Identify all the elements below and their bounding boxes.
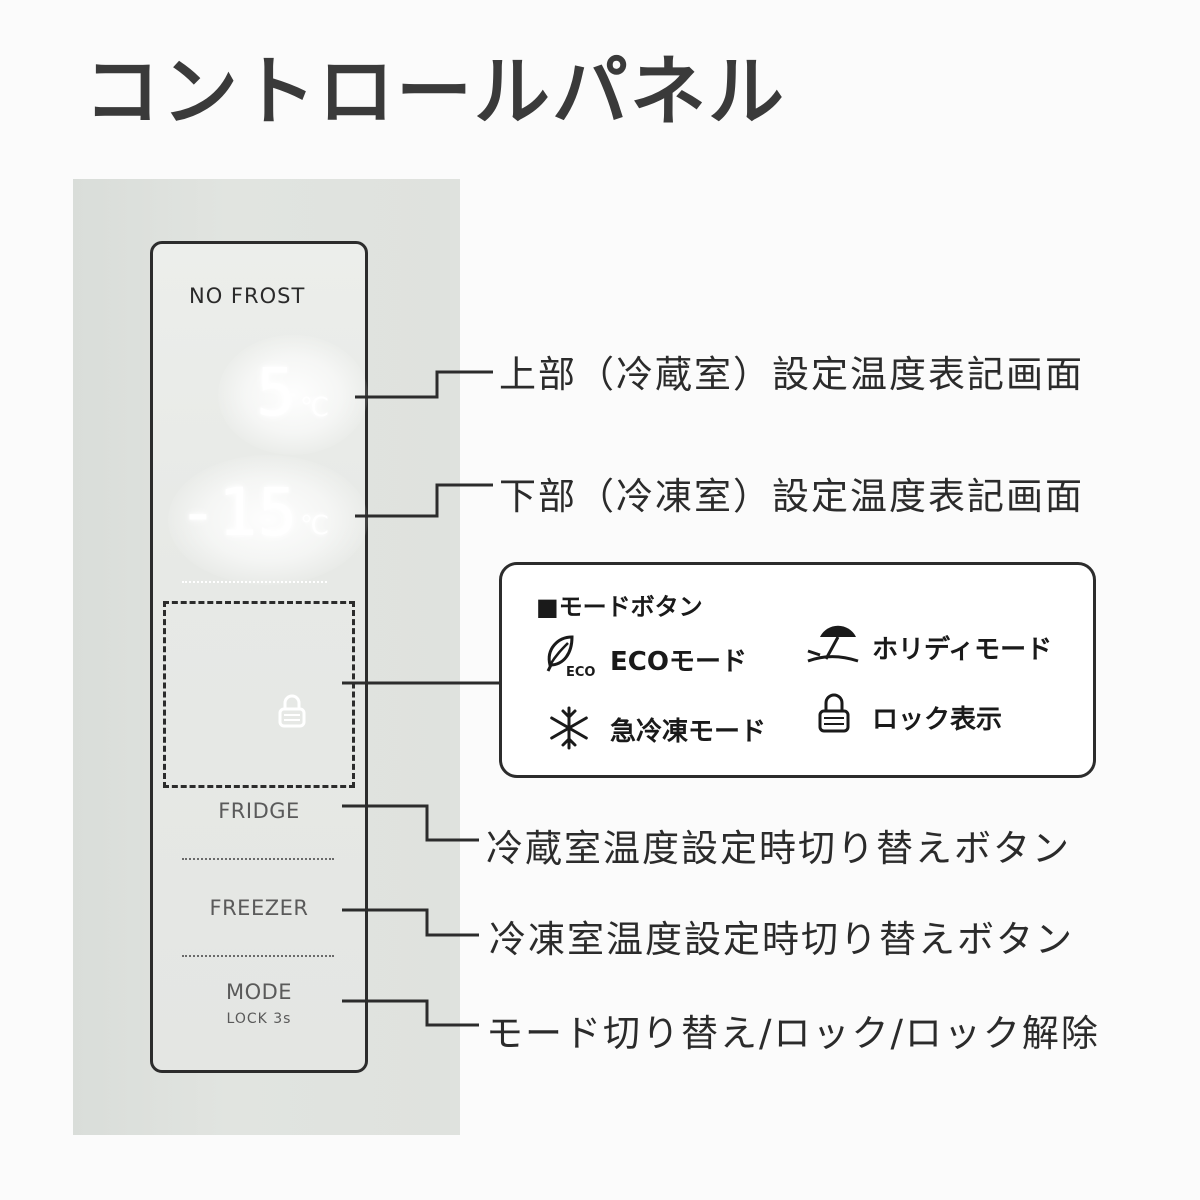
legend-title: ■モードボタン: [536, 593, 703, 621]
legend-holiday-mode: ホリディモード: [872, 635, 1053, 665]
fridge-temp-readout: 5: [256, 354, 296, 431]
lock-icon: [278, 694, 306, 728]
fridge-display-glow: [218, 335, 368, 455]
lock-icon: [818, 693, 850, 733]
eco-leaf-icon: [546, 635, 574, 672]
legend-lock-display: ロック表示: [872, 705, 1003, 735]
legend-eco-mode: ECOモード: [610, 647, 747, 677]
freezer-display-glow: [168, 455, 368, 585]
callout-upper-display: 上部（冷蔵室）設定温度表記画面: [499, 353, 1084, 396]
legend-quick-freeze-mode: 急冷凍モード: [610, 717, 767, 747]
fridge-button[interactable]: FRIDGE: [218, 799, 300, 823]
button-divider: [182, 955, 334, 957]
mode-button[interactable]: MODE: [225, 980, 293, 1004]
beach-umbrella-icon: [807, 625, 859, 663]
callout-mode-button: モード切り替え/ロック/ロック解除: [486, 1012, 1100, 1055]
callout-lower-display: 下部（冷凍室）設定温度表記画面: [499, 475, 1084, 518]
button-divider: [182, 858, 334, 860]
snowflake-icon: [550, 706, 588, 750]
freezer-temp-readout: -15: [178, 474, 298, 551]
page-title: コントロールパネル: [84, 47, 786, 136]
mode-icon-area: [163, 601, 355, 788]
callout-fridge-button: 冷蔵室温度設定時切り替えボタン: [486, 827, 1071, 870]
no-frost-brand: NO FROST: [189, 284, 306, 308]
freezer-temp-unit: ℃: [300, 511, 330, 541]
mode-button-sublabel: LOCK 3s: [226, 1011, 292, 1027]
display-divider: [182, 581, 327, 583]
freezer-button[interactable]: FREEZER: [209, 896, 309, 920]
callout-freezer-button: 冷凍室温度設定時切り替えボタン: [489, 918, 1074, 961]
mode-legend: ■モードボタン ECO ECOモード ホリディモード 急冷凍モード ロック表示: [499, 562, 1096, 778]
fridge-temp-unit: ℃: [300, 393, 330, 423]
eco-icon-text: ECO: [566, 665, 596, 680]
